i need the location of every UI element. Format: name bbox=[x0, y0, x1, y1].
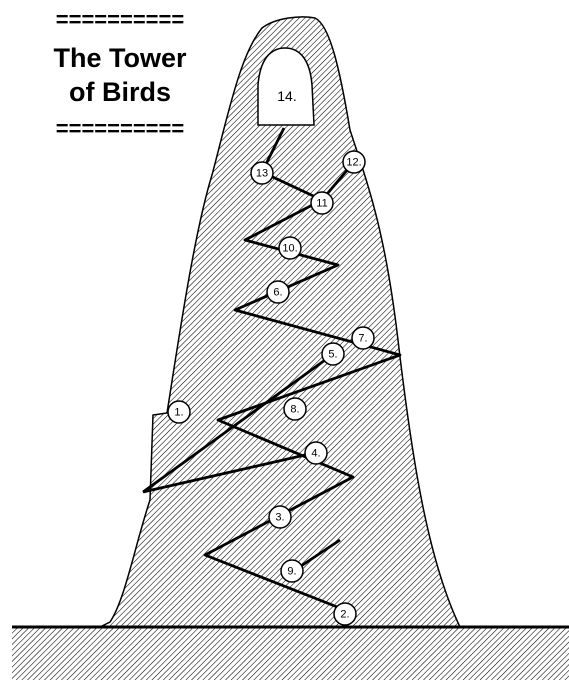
ground bbox=[12, 627, 569, 680]
title-line-2: of Birds bbox=[69, 77, 171, 107]
room-label-n10: 10. bbox=[282, 243, 297, 255]
title-line-1: The Tower bbox=[53, 43, 187, 73]
title-rule-top: ========== bbox=[56, 7, 184, 32]
room-label-n6: 6. bbox=[273, 287, 282, 299]
title-block: ========== The Tower of Birds ========== bbox=[53, 7, 187, 141]
room-label-n1: 1. bbox=[174, 407, 183, 419]
room-label-n12: 12. bbox=[346, 157, 361, 169]
room-label-n8: 8. bbox=[290, 404, 299, 416]
room-label-n9: 9. bbox=[287, 566, 296, 578]
room-label-n4: 4. bbox=[311, 448, 320, 460]
room-label-n2: 2. bbox=[340, 609, 349, 621]
room-label-n3: 3. bbox=[275, 512, 284, 524]
room-label-n5: 5. bbox=[328, 349, 337, 361]
room-label-n11: 11 bbox=[316, 198, 327, 210]
summit-room bbox=[258, 48, 314, 125]
title-rule-bottom: ========== bbox=[56, 116, 184, 141]
room-label-n13: 13 bbox=[256, 168, 268, 180]
room-label-n7: 7. bbox=[358, 333, 367, 345]
summit-room-label: 14. bbox=[277, 88, 296, 104]
